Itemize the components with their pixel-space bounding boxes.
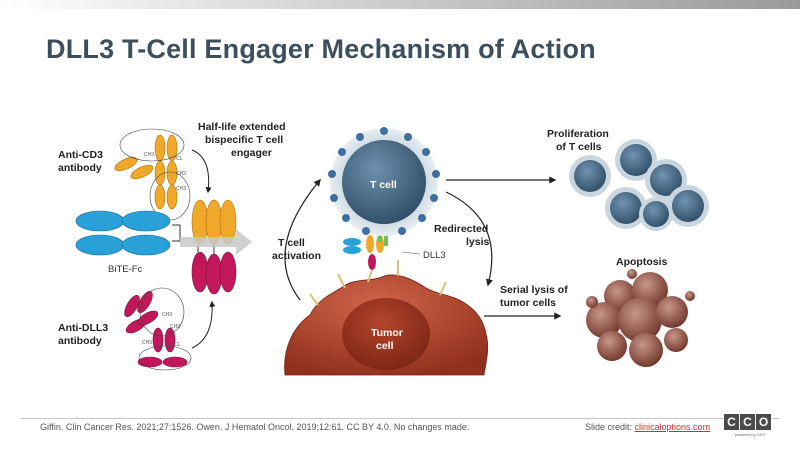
redirected-lysis-label-line1: Redirected (434, 223, 488, 235)
redirected-lysis-arrow (445, 191, 493, 287)
footer-divider (20, 418, 780, 419)
t-cell-activation-label-line2: activation (272, 250, 321, 262)
engager-flow-arrow (180, 229, 252, 255)
engager-molecule-icon (191, 199, 237, 295)
clinicaloptions-link[interactable]: clinicaloptions.com (634, 422, 711, 432)
tumor-cell-icon (284, 274, 489, 376)
dll3-ch2-label: CH2 (170, 324, 180, 330)
slide-credit: Slide credit: clinicaloptions.com (585, 422, 710, 432)
engager-label-line3: engager (231, 147, 272, 159)
anti-cd3-label-line2: antibody (58, 162, 102, 174)
citation-text: Giffin. Clin Cancer Res. 2021;27:1526. O… (40, 422, 470, 432)
engager-label-line2: bispecific T cell (205, 134, 283, 146)
dll3-ch3-label: CH3 (162, 312, 172, 318)
anti-cd3-label-line1: Anti-CD3 (58, 149, 103, 161)
cco-logo: C C O powered by CEG (724, 414, 772, 444)
tumor-cell-label-line2: cell (376, 340, 394, 352)
cd3-ch2-label: CH2 (176, 171, 186, 177)
apoptosis-label: Apoptosis (616, 256, 667, 268)
cco-logo-tagline: powered by CEG (734, 432, 766, 437)
redirected-lysis-label-line2: lysis (466, 236, 490, 248)
dll3-label: DLL3 (423, 250, 446, 261)
serial-lysis-label-line1: Serial lysis of (500, 284, 568, 296)
dll3-to-engager-arrow (191, 300, 216, 349)
anti-cd3-antibody-icon (114, 128, 191, 221)
engager-label-line1: Half-life extended (198, 121, 286, 133)
bite-fc-icon (75, 210, 181, 256)
proliferation-label-line2: of T cells (556, 141, 602, 153)
cco-logo-letter-2: C (740, 414, 755, 430)
t-cell-activation-label-line1: T cell (278, 237, 305, 249)
proliferating-t-cells-icon (569, 139, 709, 231)
t-cell-icon (328, 127, 440, 236)
t-cell-activation-arrow (284, 178, 321, 301)
cd3-domain-label: CH3 (144, 152, 154, 158)
apoptotic-cell-icon (586, 269, 695, 367)
dll3-ch3b-label: CH3 (142, 340, 152, 346)
cd3-ch3-label: CH3 (176, 186, 186, 192)
dll3-pointer-line (401, 251, 421, 255)
t-cell-label: T cell (370, 179, 397, 191)
anti-dll3-label-line2: antibody (58, 335, 102, 347)
cd3-to-engager-arrow (191, 149, 212, 194)
dll3-cl-label: CL (174, 342, 181, 348)
anti-dll3-antibody-icon (124, 287, 192, 371)
serial-lysis-label-line2: tumor cells (500, 297, 556, 309)
slide-credit-prefix: Slide credit: (585, 422, 635, 432)
proliferation-label-line1: Proliferation (547, 128, 609, 140)
anti-dll3-label-line1: Anti-DLL3 (58, 322, 108, 334)
cd3-cl-label: CL (176, 156, 183, 162)
top-gradient-bar (0, 0, 800, 9)
cco-logo-letter-3: O (756, 414, 771, 430)
tumor-cell-label-line1: Tumor (371, 327, 403, 339)
cco-logo-letter-1: C (724, 414, 739, 430)
bite-fc-label: BiTE-Fc (108, 264, 143, 275)
dll3-receptors (309, 260, 447, 306)
slide-title: DLL3 T-Cell Engager Mechanism of Action (46, 34, 596, 64)
